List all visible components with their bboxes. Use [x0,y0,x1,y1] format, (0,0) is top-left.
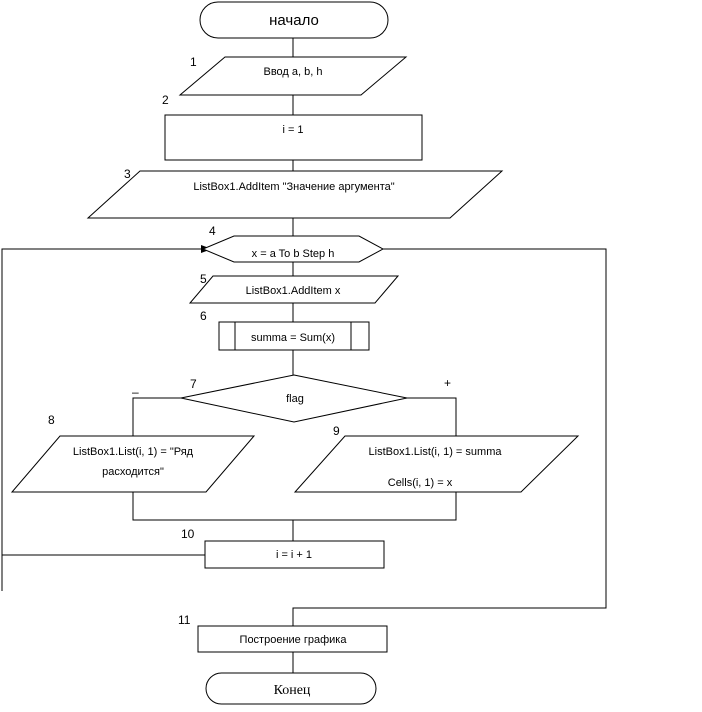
loop-hexagon [201,235,385,263]
start-terminator [199,1,389,39]
diverge-output-parallelogram [10,435,256,493]
block-number-1: 1 [190,55,197,69]
block-number-7: 7 [190,377,197,391]
converge-label-line2: Cells(i, 1) = x [388,477,453,489]
start-label: начало [269,12,319,29]
block-number-5: 5 [200,272,207,286]
header-output-parallelogram [86,170,504,219]
increment-label: i = i + 1 [276,549,312,561]
branch-no-label: – [132,385,139,399]
output-x-parallelogram [188,275,400,304]
subroutine-label: summa = Sum(x) [251,332,335,344]
input-label: Ввод a, b, h [264,66,323,78]
end-label: Конец [274,683,311,698]
block-number-8: 8 [48,413,55,427]
block-number-9: 9 [333,424,340,438]
converge-output-parallelogram [293,435,580,493]
plot-label: Построение графика [240,634,348,646]
diverge-label-line2: расходится" [102,466,164,478]
decision-label: flag [286,393,304,405]
connector-no-merge [132,492,457,521]
output-x-label: ListBox1.AddItem x [246,285,341,297]
branch-yes-label: + [444,376,451,390]
connectors [1,38,607,673]
block-number-2: 2 [162,93,169,107]
connector-no-branch [132,397,181,436]
init-label: i = 1 [282,124,303,136]
decision-diamond [180,374,408,423]
loop-label: x = a To b Step h [252,248,335,260]
block-number-3: 3 [124,167,131,181]
block-number-11: 11 [178,613,191,627]
block-number-6: 6 [200,309,207,323]
connector-yes-branch [407,397,457,436]
diverge-label-line1: ListBox1.List(i, 1) = "Ряд [73,446,194,458]
block-number-10: 10 [181,527,195,541]
loop-exit-line [292,248,607,626]
block-number-4: 4 [209,224,216,238]
plot-process [197,625,388,653]
converge-label-line1: ListBox1.List(i, 1) = summa [369,446,503,458]
end-terminator [205,672,377,705]
header-output-label: ListBox1.AddItem "Значение аргумента" [193,181,394,193]
increment-process [204,540,385,569]
subroutine-block [218,321,370,351]
init-process [164,114,423,161]
loop-back-line [1,248,205,591]
input-parallelogram [178,56,408,96]
